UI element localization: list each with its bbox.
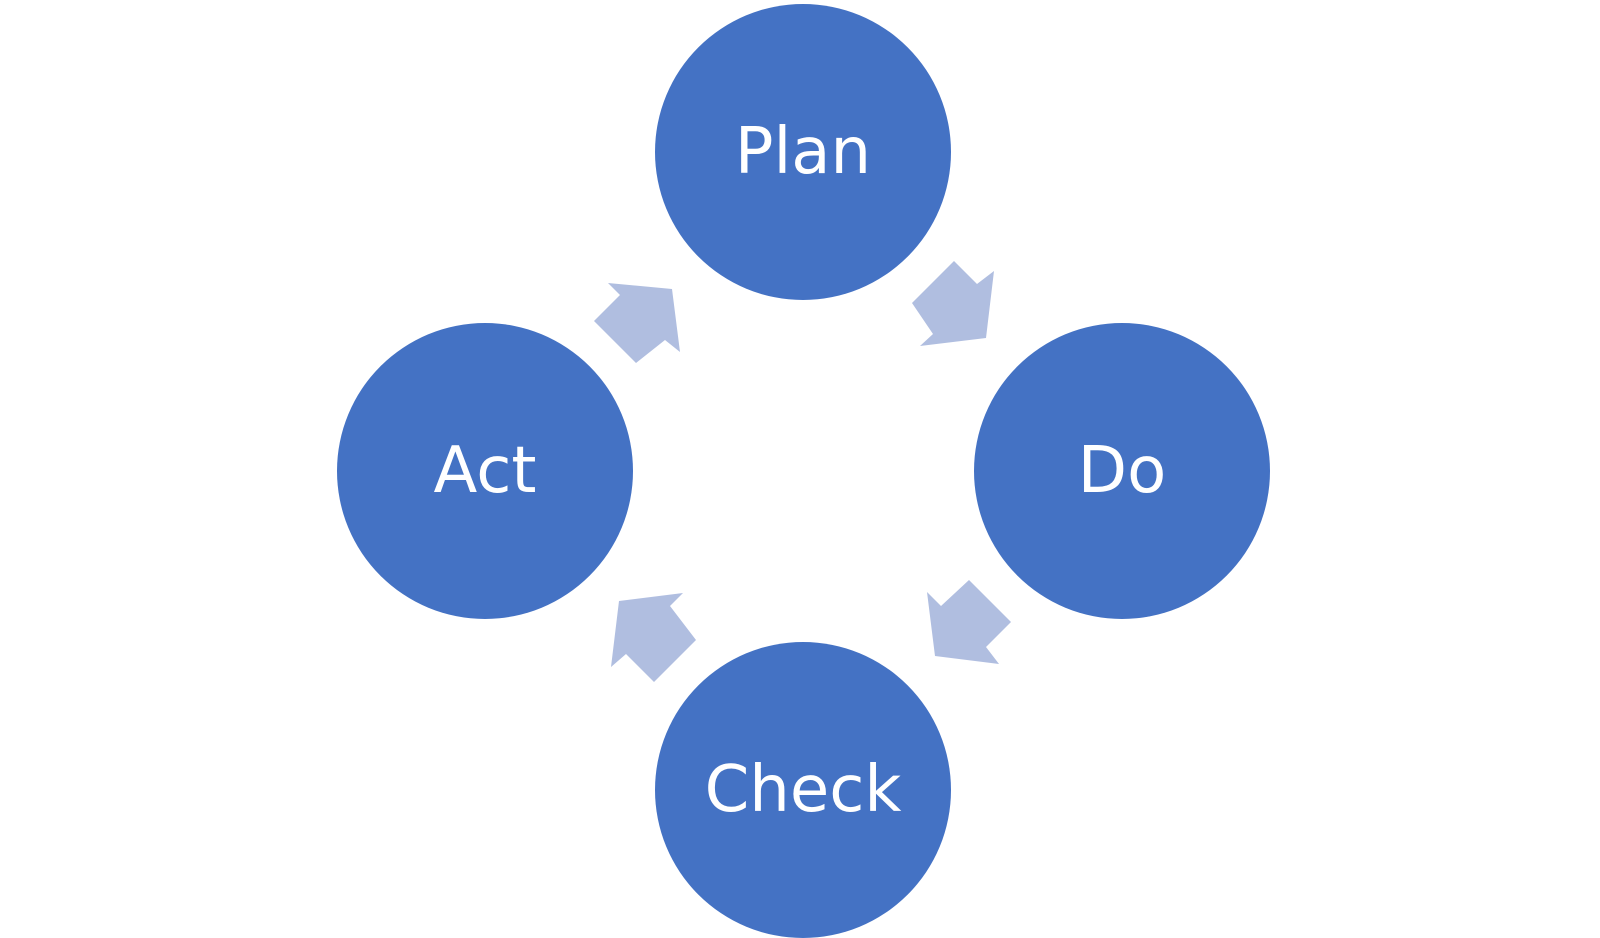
node-do-circle (974, 323, 1270, 619)
node-check-label: Check (705, 753, 902, 827)
node-do: Do (974, 323, 1270, 619)
node-check: Check (655, 642, 951, 938)
arrow-do-to-check (927, 580, 1011, 664)
node-act-circle (337, 323, 633, 619)
node-plan: Plan (655, 4, 951, 300)
node-plan-circle (655, 4, 951, 300)
node-act-label: Act (434, 434, 537, 508)
node-check-circle (655, 642, 951, 938)
node-act: Act (337, 323, 633, 619)
node-plan-label: Plan (735, 115, 871, 189)
arrow-check-to-act (611, 593, 696, 682)
arrow-act-to-plan (594, 283, 680, 363)
node-do-label: Do (1078, 434, 1166, 508)
arrow-plan-to-do (912, 261, 994, 346)
